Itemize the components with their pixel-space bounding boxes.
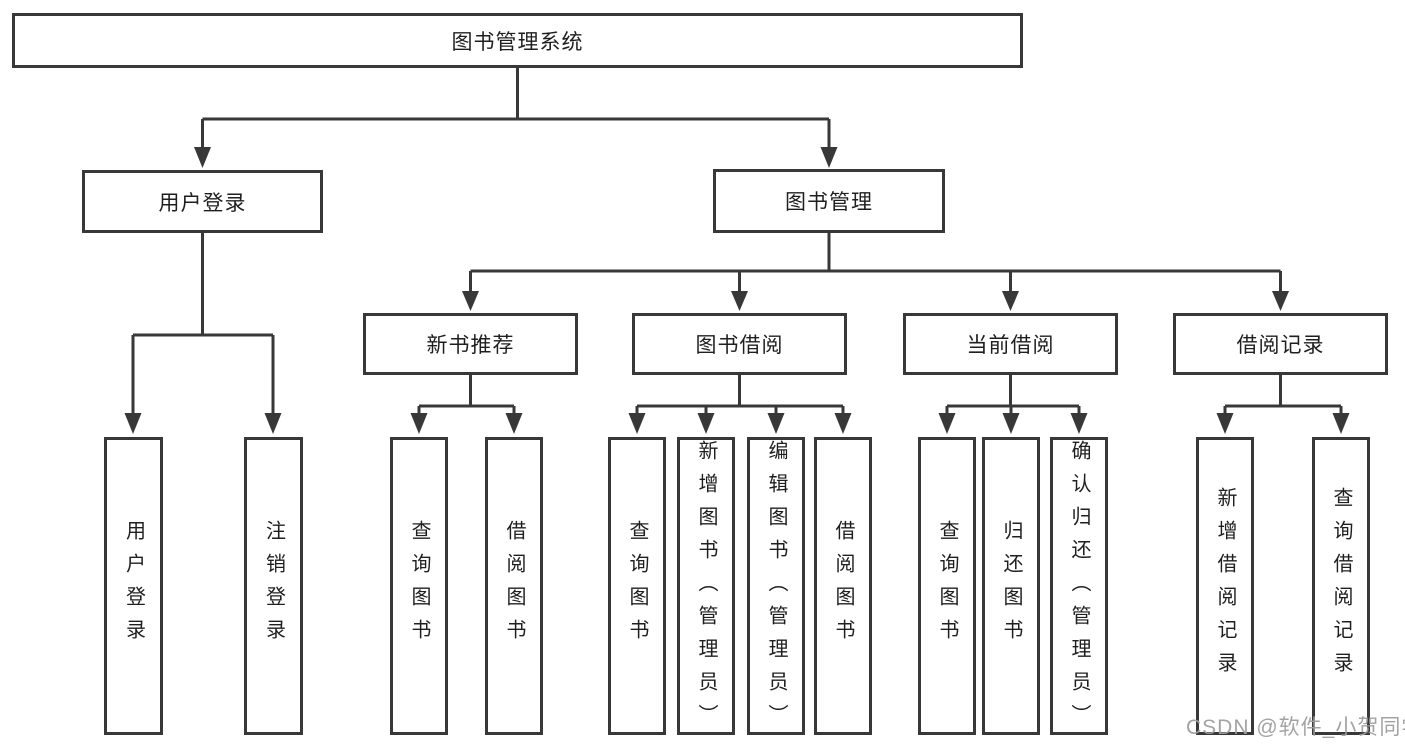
node-user-login: 用户登录	[82, 170, 323, 233]
leaf-logout: 注销登录	[244, 437, 303, 735]
node-root: 图书管理系统	[12, 13, 1023, 68]
leaf-query-borrow-record: 查询借阅记录	[1312, 437, 1370, 735]
node-new-book-recommend: 新书推荐	[363, 313, 578, 375]
csdn-watermark: CSDN @软件_小贺同学	[1186, 716, 1405, 739]
leaf-add-borrow-record: 新增借阅记录	[1196, 437, 1254, 735]
node-current-borrow: 当前借阅	[903, 313, 1118, 375]
arrowheads	[124, 147, 1350, 434]
leaf-return-books: 归还图书	[982, 437, 1040, 735]
leaf-query-books-3: 查询图书	[918, 437, 976, 735]
leaf-borrow-books-1: 借阅图书	[485, 437, 543, 735]
node-book-management: 图书管理	[713, 169, 945, 233]
node-borrow-records: 借阅记录	[1173, 313, 1388, 375]
leaf-confirm-return-admin: 确认归还（管理员）	[1050, 437, 1108, 737]
leaf-add-books-admin: 新增图书（管理员）	[677, 437, 735, 737]
leaf-user-login: 用户登录	[104, 437, 163, 735]
node-book-borrow: 图书借阅	[632, 313, 847, 375]
leaf-query-books-1: 查询图书	[390, 437, 448, 735]
leaf-query-books-2: 查询图书	[608, 437, 666, 735]
leaf-edit-books-admin: 编辑图书（管理员）	[747, 437, 805, 737]
leaf-borrow-books-2: 借阅图书	[814, 437, 872, 735]
